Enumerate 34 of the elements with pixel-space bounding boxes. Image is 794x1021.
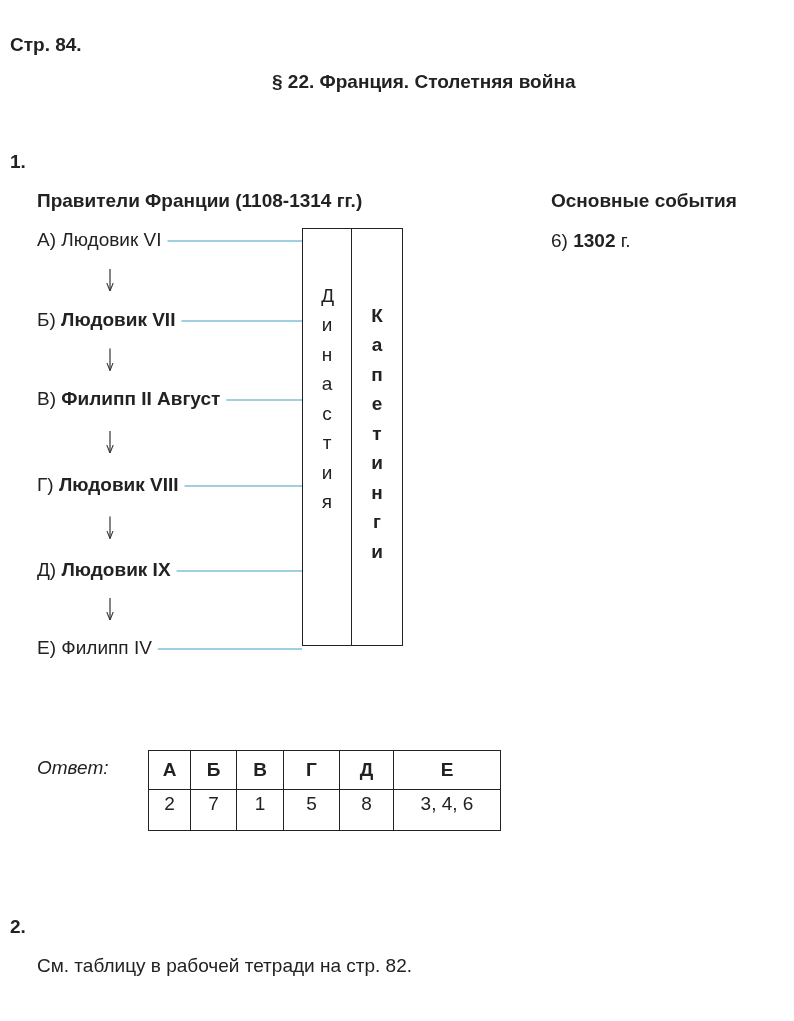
column-heading: Основные события [551, 190, 737, 212]
connector-line [180, 320, 303, 322]
arrow [106, 268, 114, 292]
vertical-text: Династия [321, 284, 333, 515]
arrow [106, 347, 114, 372]
arrow [106, 430, 114, 454]
connector-line [157, 648, 303, 650]
table-header-cell: А [148, 750, 191, 790]
ruler-name: В) Филипп II Август [37, 388, 221, 410]
table-cell: 3, 4, 6 [393, 789, 501, 831]
connector-line [183, 485, 303, 487]
task-number: 2. [10, 916, 26, 938]
table-header-cell: Е [393, 750, 501, 790]
ruler-name: Г) Людовик VIII [37, 474, 179, 496]
ruler-name: Е) Филипп IV [37, 637, 152, 659]
arrow [106, 515, 114, 540]
dynasty-column [302, 228, 352, 646]
page-number: Стр. 84. [10, 34, 82, 56]
ruler-name: Б) Людовик VII [37, 309, 176, 331]
dynasty-column [351, 228, 403, 646]
vertical-text: Капетинги [371, 304, 383, 564]
title: § 22. Франция. Столетняя война [272, 71, 576, 93]
event-item: 6) 1302 г. [551, 230, 631, 252]
connector-line [225, 399, 303, 401]
connector-line [175, 570, 303, 572]
answer-label: Ответ: [37, 757, 109, 779]
instruction-text: См. таблицу в рабочей тетради на стр. 82. [37, 955, 412, 977]
connector-line [166, 240, 303, 242]
ruler-name: А) Людовик VI [37, 229, 162, 251]
ruler-name: Д) Людовик IX [37, 559, 171, 581]
arrow [106, 597, 114, 621]
table-cell: 2 [148, 789, 191, 831]
column-heading: Правители Франции (1108-1314 гг.) [37, 190, 363, 212]
task-number: 1. [10, 151, 26, 173]
